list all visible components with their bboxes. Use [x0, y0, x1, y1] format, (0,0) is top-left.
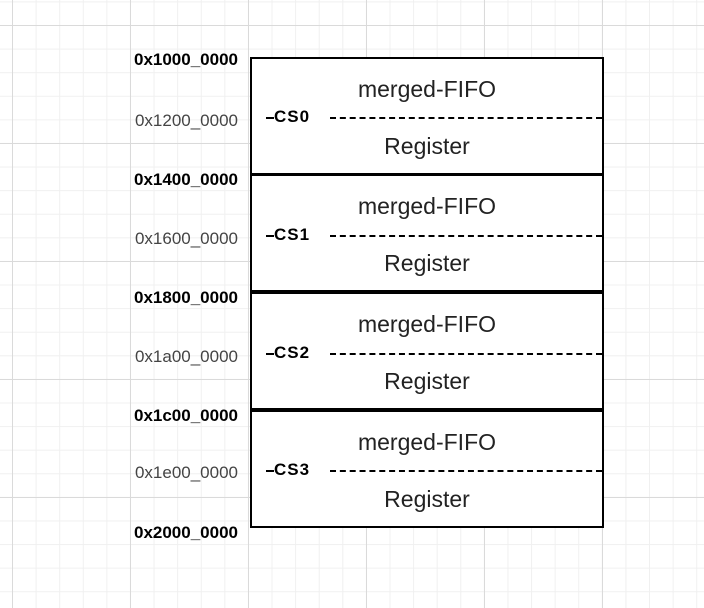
block-bottom-label: Register — [384, 368, 470, 394]
chip-select-label: CS1 — [274, 225, 311, 244]
address-label-minor: 0x1200_0000 — [134, 111, 238, 130]
address-label-major: 0x1400_0000 — [133, 170, 238, 189]
chip-select-dash-left — [266, 235, 274, 237]
chip-select-label: CS3 — [274, 460, 311, 479]
chip-select-label: CS2 — [274, 343, 311, 362]
block-top-label: merged-FIFO — [357, 193, 497, 219]
block-top-label: merged-FIFO — [357, 76, 497, 102]
block-top-label: merged-FIFO — [357, 429, 497, 455]
address-label-major: 0x1000_0000 — [133, 50, 238, 69]
chip-select-dash-left — [266, 117, 274, 119]
block-bottom-label: Register — [384, 133, 470, 159]
address-label-minor: 0x1600_0000 — [134, 229, 238, 248]
block-bottom-label: Register — [384, 250, 470, 276]
chip-select-dashed-line — [330, 470, 602, 472]
address-label-major: 0x1c00_0000 — [133, 406, 238, 425]
memory-block-cs1: merged-FIFO Register — [250, 174, 604, 292]
chip-select-dashed-line — [330, 353, 602, 355]
memory-block-cs2: merged-FIFO Register — [250, 292, 604, 410]
address-label-minor: 0x1a00_0000 — [134, 347, 238, 366]
address-label-minor: 0x1e00_0000 — [134, 463, 238, 482]
address-label-major: 0x2000_0000 — [133, 523, 238, 542]
memory-block-cs3: merged-FIFO Register — [250, 410, 604, 528]
chip-select-dash-left — [266, 353, 274, 355]
chip-select-dash-left — [266, 470, 274, 472]
chip-select-dashed-line — [330, 117, 602, 119]
memory-block-cs0: merged-FIFO Register — [250, 57, 604, 175]
chip-select-label: CS0 — [274, 107, 311, 126]
block-bottom-label: Register — [384, 486, 470, 512]
address-label-major: 0x1800_0000 — [133, 288, 238, 307]
block-top-label: merged-FIFO — [357, 311, 497, 337]
chip-select-dashed-line — [330, 235, 602, 237]
